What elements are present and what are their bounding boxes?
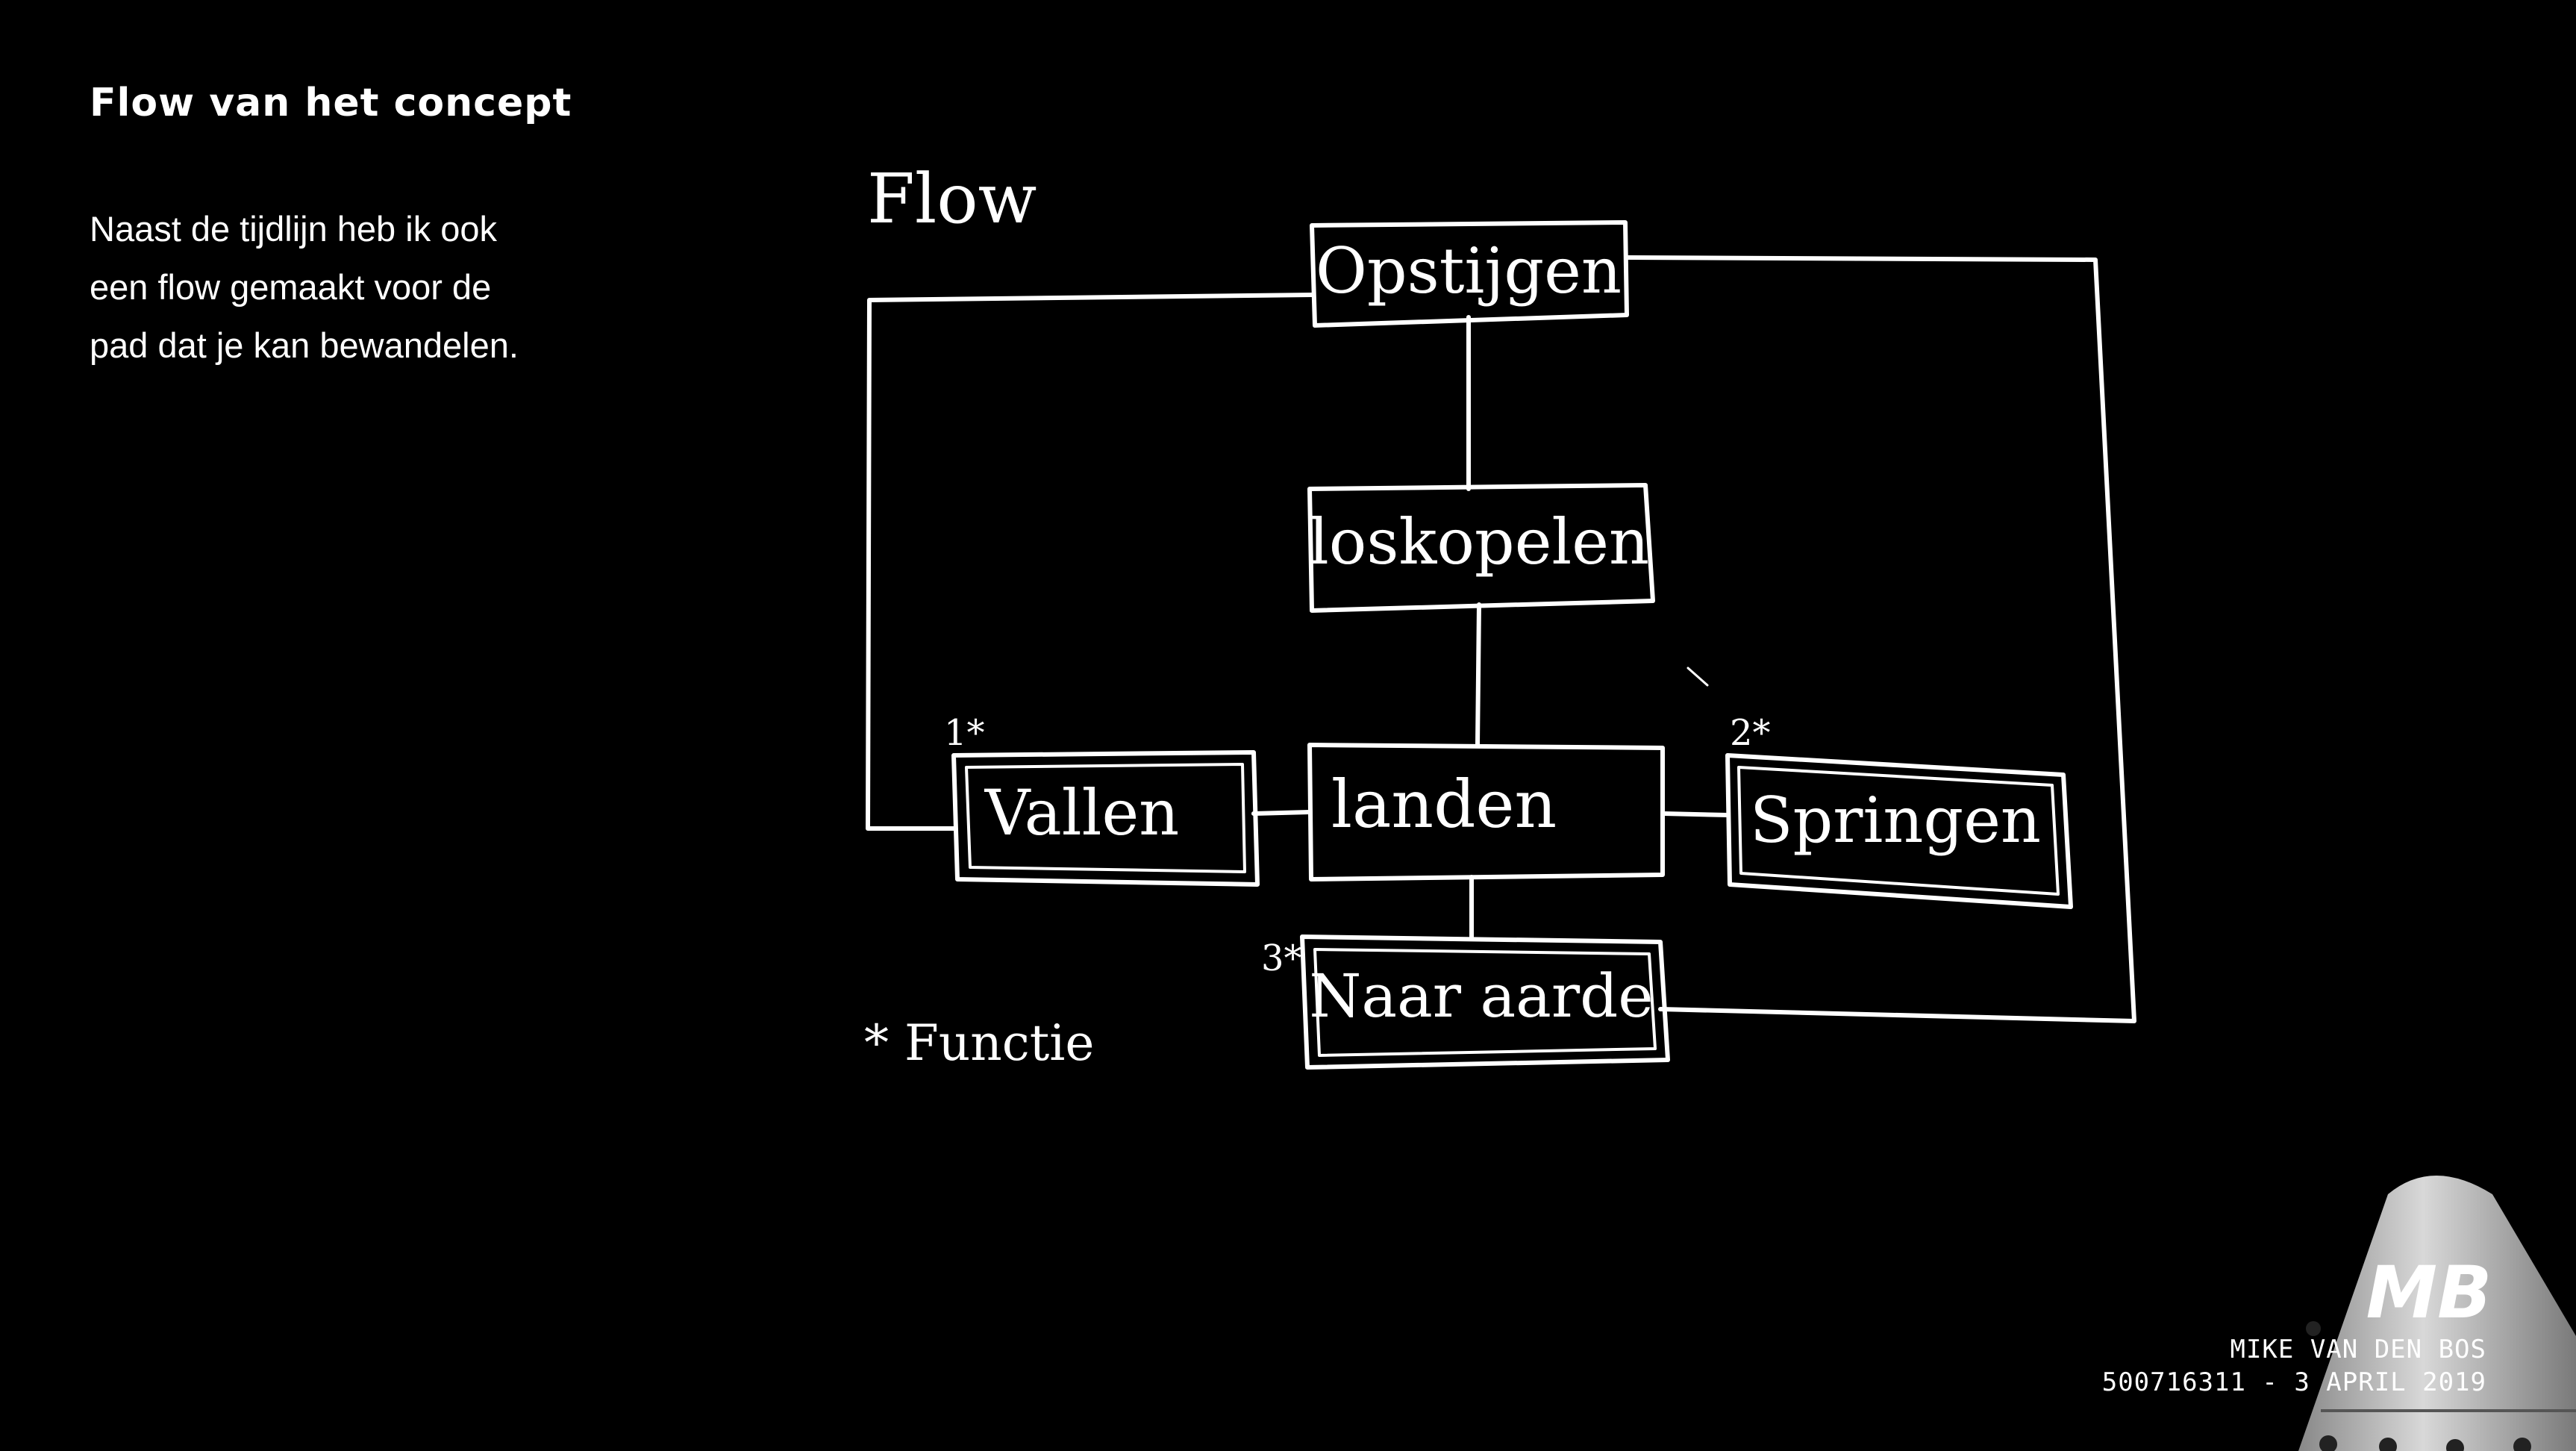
sketch-heading: Flow [867,159,1037,239]
logo-mark: MB [2366,1251,2492,1335]
connector-vallen-landen [1251,810,1312,816]
node-opstijgen: Opstijgen [1316,234,1622,308]
sketch-legend: * Functie [864,1014,1094,1072]
box-springen-outer [1725,753,2073,909]
stray-mark [1686,667,1709,687]
node-landen: landen [1331,766,1557,843]
box-springen-inner [1737,766,2060,896]
box-vallen-outer [951,750,1260,887]
box-naar-aarde-inner [1313,948,1657,1057]
slide-title: Flow van het concept [90,81,572,125]
node-loskopelen: loskopelen [1309,505,1649,578]
connector-opstijgen-naar-aarde [1625,255,2136,1023]
box-opstijgen [1310,220,1629,328]
connector-loskopelen-landen [1475,602,1481,747]
node-vallen: Vallen [984,776,1180,849]
box-landen [1307,743,1665,881]
node-naar-aarde: Naar aarde [1309,961,1653,1031]
capsule-logo: MB [2298,1176,2576,1451]
box-vallen-inner [965,763,1246,873]
marker-vallen: 1* [944,712,985,754]
connector-landen-springen [1662,811,1730,817]
author-name: MIKE VAN DEN BOS [2230,1335,2486,1364]
connector-opstijgen-vallen [866,293,1316,831]
student-meta: 500716311 - 3 APRIL 2019 [2101,1367,2486,1397]
box-naar-aarde-outer [1300,934,1670,1070]
node-springen: Springen [1750,784,2041,857]
body-line-3: pad dat je kan bewandelen. [90,325,519,365]
slide-body: Naast de tijdlijn heb ik ook een flow ge… [90,200,627,375]
body-line-1: Naast de tijdlijn heb ik ook [90,209,498,249]
footer: MIKE VAN DEN BOS 500716311 - 3 APRIL 201… [2102,1335,2486,1397]
box-loskopelen [1307,483,1655,613]
body-line-2: een flow gemaakt voor de [90,267,492,307]
marker-springen: 2* [1730,712,1771,754]
marker-naar-aarde: 3* [1261,937,1302,979]
